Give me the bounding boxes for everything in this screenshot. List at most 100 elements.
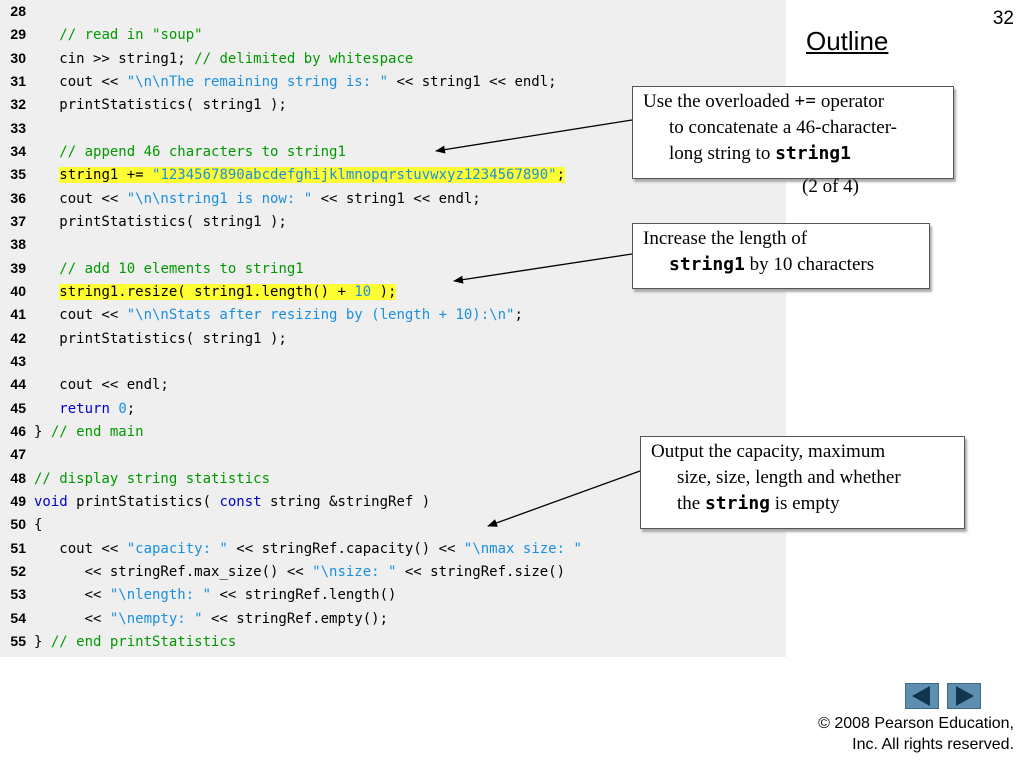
code-line: 45 return 0; — [0, 397, 135, 420]
line-number: 46 — [10, 422, 26, 439]
code-token: << stringRef.length() — [211, 587, 397, 604]
code-token: ; — [556, 167, 566, 184]
code-token: printStatistics( — [67, 493, 220, 510]
code-token: cin >> string1; — [34, 50, 195, 67]
arrow-stats — [487, 470, 641, 527]
line-number: 36 — [10, 189, 26, 206]
code-line: 33 — [0, 117, 34, 140]
code-line: 44 cout << endl; — [0, 373, 169, 396]
code-token: cout << — [34, 540, 127, 557]
arrow-concat — [435, 119, 633, 154]
code-token: { — [34, 517, 43, 534]
code-token: "capacity: " — [126, 540, 228, 557]
line-number: 52 — [10, 562, 26, 579]
code-text: cout << "capacity: " << stringRef.capaci… — [34, 538, 582, 561]
code-token: "\n\nstring1 is now: " — [126, 190, 313, 207]
code-text: printStatistics( string1 ); — [34, 211, 287, 234]
code-token: // end printStatistics — [50, 633, 237, 650]
code-token: << stringRef.size() — [396, 563, 566, 580]
line-number: 48 — [10, 469, 26, 486]
code-line: 46} // end main — [0, 420, 144, 443]
prev-slide-button[interactable] — [905, 683, 939, 709]
line-number: 51 — [10, 539, 26, 556]
code-token: "\n\nThe remaining string is: " — [126, 73, 389, 90]
code-token: // read in "soup" — [59, 27, 203, 44]
code-text: // read in "soup" — [34, 24, 203, 47]
code-token: ); — [371, 283, 397, 300]
line-number: 29 — [10, 26, 26, 43]
code-token: "1234567890abcdefghijklmnopqrstuvwxyz123… — [152, 167, 557, 184]
code-line: 55} // end printStatistics — [0, 630, 236, 653]
code-text: } // end printStatistics — [34, 631, 236, 654]
line-number: 30 — [10, 49, 26, 66]
callout-statistics: Output the capacity, maximum size, size,… — [640, 436, 965, 529]
code-line: 35 string1 += "1234567890abcdefghijklmno… — [0, 163, 566, 187]
line-number: 45 — [10, 399, 26, 416]
line-number: 54 — [10, 609, 26, 626]
code-token: printStatistics( string1 ); — [34, 213, 287, 230]
outline-link[interactable]: Outline — [806, 26, 889, 56]
line-number: 39 — [10, 259, 26, 276]
code-token: 10 — [354, 283, 372, 300]
line-number: 37 — [10, 212, 26, 229]
code-token: << stringRef.capacity() << — [227, 540, 464, 557]
callout-concatenate: Use the overloaded += operator to concat… — [632, 86, 954, 179]
slide-progress: (2 of 4) — [802, 176, 859, 197]
code-token: // delimited by whitespace — [194, 50, 414, 67]
code-line: 52 << stringRef.max_size() << "\nsize: "… — [0, 560, 565, 583]
code-text: string1.resize( string1.length() + 10 ); — [34, 281, 397, 304]
code-token: printStatistics( string1 ); — [34, 330, 287, 347]
line-number: 49 — [10, 492, 26, 509]
code-token: string &stringRef ) — [261, 493, 431, 510]
copyright: © 2008 Pearson Education, Inc. All right… — [818, 715, 1014, 753]
line-number: 47 — [10, 446, 26, 463]
code-line: 34 // append 46 characters to string1 — [0, 140, 345, 163]
line-number: 34 — [10, 142, 26, 159]
code-token: } — [34, 633, 51, 650]
code-token: // end main — [50, 423, 144, 440]
code-line: 41 cout << "\n\nStats after resizing by … — [0, 303, 523, 327]
line-number: 44 — [10, 376, 26, 393]
arrow-resize — [453, 253, 633, 284]
line-number: 35 — [10, 166, 26, 183]
code-line: 40 string1.resize( string1.length() + 10… — [0, 280, 397, 304]
code-token: "\nsize: " — [312, 563, 397, 580]
code-line: 37 printStatistics( string1 ); — [0, 210, 287, 234]
code-text: << "\nempty: " << stringRef.empty(); — [34, 608, 388, 631]
code-text: void printStatistics( const string &stri… — [34, 491, 430, 514]
code-text: // display string statistics — [34, 468, 270, 491]
code-line: 31 cout << "\n\nThe remaining string is:… — [0, 70, 556, 93]
code-token: string1.resize( string1.length() + — [59, 283, 355, 300]
line-number: 31 — [10, 72, 26, 89]
code-token: } — [34, 423, 51, 440]
next-slide-button[interactable] — [947, 683, 981, 709]
code-token: printStatistics( string1 ); — [34, 97, 287, 114]
code-text: cout << "\n\nStats after resizing by (le… — [34, 304, 523, 327]
code-token: cout << — [34, 73, 127, 90]
code-line: 36 cout << "\n\nstring1 is now: " << str… — [0, 187, 480, 211]
code-line: 42 printStatistics( string1 ); — [0, 327, 287, 350]
line-number: 32 — [10, 96, 26, 113]
line-number: 43 — [10, 352, 26, 369]
code-token: void — [34, 493, 68, 510]
code-token: cout << endl; — [34, 377, 169, 394]
arrow-right-icon — [956, 686, 974, 706]
code-token: cout << — [34, 190, 127, 207]
code-token: << — [34, 610, 110, 627]
code-line: 54 << "\nempty: " << stringRef.empty(); — [0, 607, 388, 630]
code-token: cout << — [34, 307, 127, 324]
code-token: const — [219, 493, 262, 510]
code-text: << "\nlength: " << stringRef.length() — [34, 584, 397, 607]
code-text: cin >> string1; // delimited by whitespa… — [34, 48, 413, 71]
code-line: 50{ — [0, 513, 42, 536]
code-line: 51 cout << "capacity: " << stringRef.cap… — [0, 537, 582, 561]
line-number: 41 — [10, 306, 26, 323]
code-text: cout << "\n\nstring1 is now: " << string… — [34, 188, 480, 211]
callout-resize: Increase the length of string1 by 10 cha… — [632, 223, 930, 289]
slide-number: 32 — [992, 8, 1014, 29]
line-number: 42 — [10, 329, 26, 346]
code-token: "\nmax size: " — [463, 540, 582, 557]
code-text: string1 += "1234567890abcdefghijklmnopqr… — [34, 164, 566, 187]
code-line: 38 — [0, 233, 34, 256]
